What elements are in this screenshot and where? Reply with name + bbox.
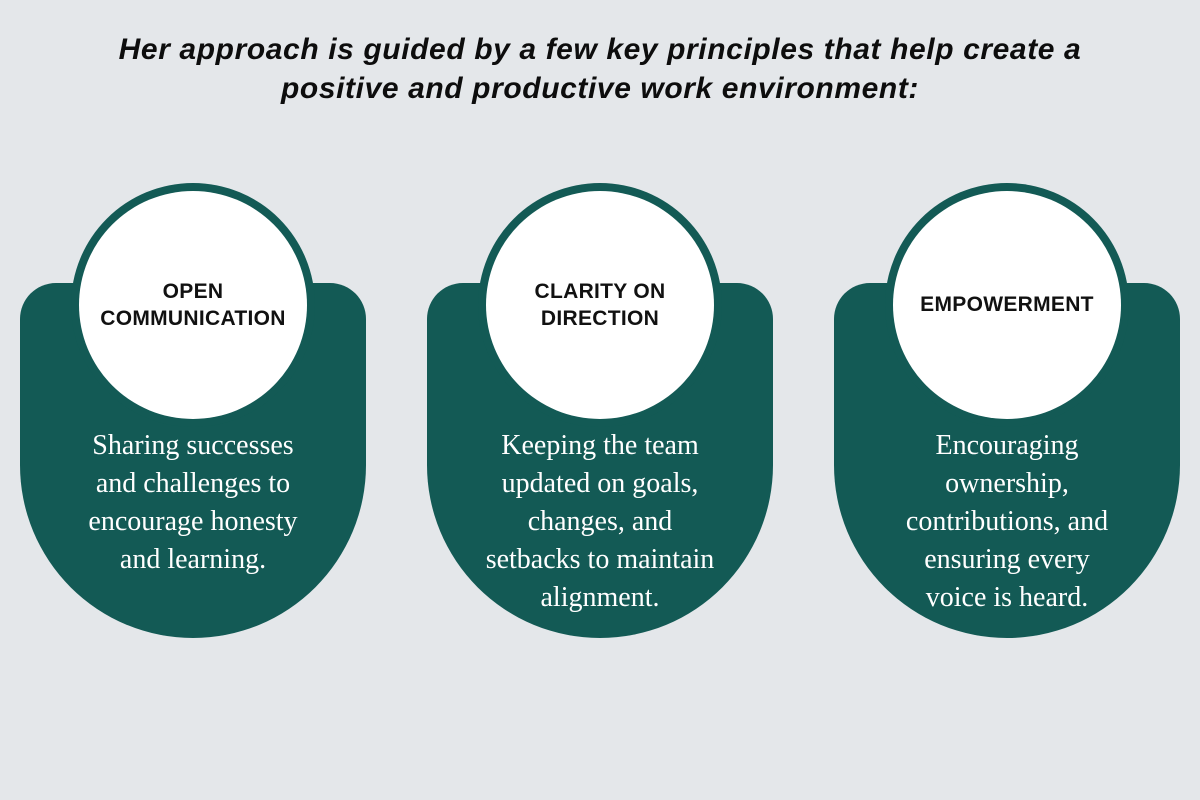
principle-description: Encouraging ownership, contributions, an…: [905, 430, 1109, 613]
principle-title: OPEN COMMUNICATION: [100, 279, 286, 330]
principle-card-clarity-on-direction: CLARITY ON DIRECTION Keeping the team up…: [427, 183, 773, 638]
title-circle: EMPOWERMENT: [893, 191, 1121, 419]
title-circle: CLARITY ON DIRECTION: [486, 191, 714, 419]
title-circle: OPEN COMMUNICATION: [79, 191, 307, 419]
principle-title: CLARITY ON DIRECTION: [534, 279, 666, 330]
principle-title: EMPOWERMENT: [920, 293, 1094, 317]
principle-card-empowerment: EMPOWERMENT Encouraging ownership, contr…: [834, 183, 1180, 638]
principle-description: Keeping the team updated on goals, chang…: [485, 430, 715, 613]
principle-description: Sharing successes and challenges to enco…: [88, 430, 298, 575]
principle-card-open-communication: OPEN COMMUNICATION Sharing successes and…: [20, 183, 366, 638]
page-headline: Her approach is guided by a few key prin…: [118, 33, 1082, 105]
